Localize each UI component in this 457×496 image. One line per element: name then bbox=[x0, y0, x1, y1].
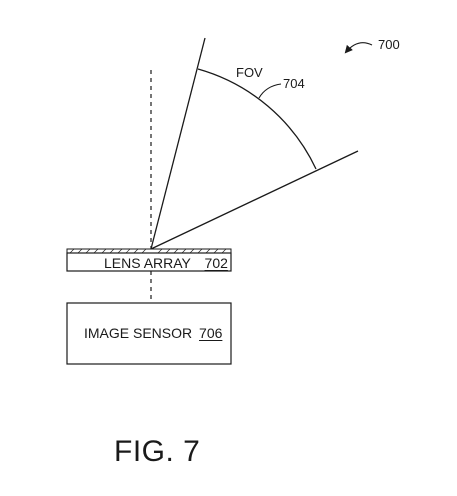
image-sensor-label: IMAGE SENSOR 706 bbox=[84, 326, 222, 340]
lens-array-ref: 702 bbox=[204, 255, 228, 271]
fov-ray-upper bbox=[150, 37, 206, 250]
lens-array-box bbox=[66, 252, 232, 272]
image-sensor-ref: 706 bbox=[199, 325, 223, 341]
image-sensor-name: IMAGE SENSOR bbox=[84, 325, 193, 341]
fov-ref-leader bbox=[258, 83, 282, 99]
lens-array-name: LENS ARRAY bbox=[104, 255, 191, 271]
fov-ref-number: 704 bbox=[283, 76, 305, 91]
figure-ref-arrow bbox=[344, 42, 373, 54]
lens-array-label: LENS ARRAY 702 bbox=[104, 256, 228, 270]
figure-caption: FIG. 7 bbox=[114, 435, 201, 468]
figure-ref-number: 700 bbox=[378, 37, 400, 52]
fov-arc bbox=[197, 68, 317, 170]
lens-array-hatching bbox=[69, 248, 227, 254]
image-sensor-box bbox=[66, 302, 232, 365]
fov-ray-lower bbox=[150, 150, 359, 250]
fov-label: FOV bbox=[236, 65, 263, 80]
